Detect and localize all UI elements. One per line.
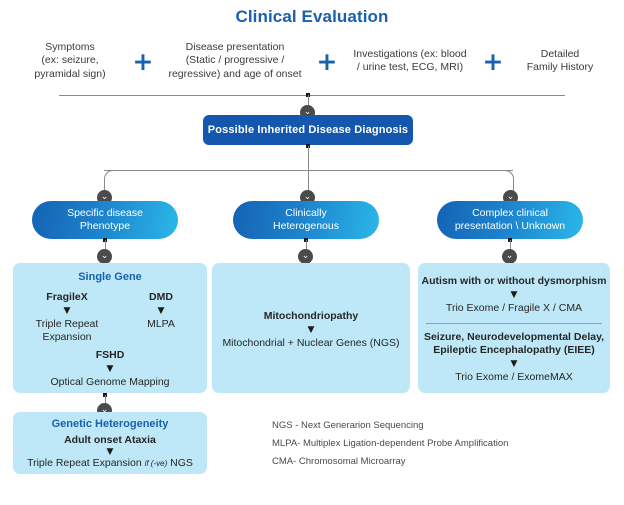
ataxia-method-italic: if (-ve) [144,459,168,468]
seizure-method: Trio Exome / ExomeMAX [455,371,573,383]
panel-complex-clinical: Autism with or without dysmorphism ▼ Tri… [418,263,610,393]
chevron-down-icon-panel-2: ⌄ [298,249,313,264]
single-gene-fragilex-method-line-1: Triple Repeat [35,318,99,330]
legend: NGS - Next Generarion Sequencing MLPA- M… [272,417,602,471]
seizure-label-line-1: Seizure, Neurodevelopmental Delay, [423,331,605,343]
seizure-label-line-2: Epileptic Encephalopathy (EIEE) [433,344,595,356]
arrow-down-icon-fshd: ▼ [106,364,114,374]
panel-single-gene-heading: Single Gene [78,271,142,283]
arrow-down-icon-ataxia: ▼ [106,447,114,457]
chevron-down-icon-panel-1: ⌄ [97,249,112,264]
single-gene-fshd-method: Optical Genome Mapping [50,376,170,388]
branch-elbow-left [104,170,115,197]
legend-line-cma: CMA- Chromosomal Microarray [272,456,406,467]
criterion-disease-presentation-line-3: regressive) and age of onset [168,67,302,80]
criterion-disease-presentation-line-1: Disease presentation [185,40,285,53]
connector-panel-a-to-panel-d [105,395,106,410]
connector-diagnosis-to-bus [308,146,309,171]
single-gene-fragilex-label: FragileX [46,291,88,303]
branch-node-1-line-2: Phenotype [79,220,131,232]
branch-node-1-line-1: Specific disease [67,207,143,219]
branch-node-2-line-2: Heterogenous [273,220,339,232]
arrow-down-icon-fragilex: ▼ [63,306,71,316]
branch-node-3-line-1: Complex clinical [472,207,548,219]
legend-line-ngs: NGS - Next Generarion Sequencing [272,420,424,431]
adult-onset-ataxia-method: Triple Repeat Expansion if (-ve) NGS [13,457,207,471]
single-gene-dmd-method: MLPA [147,318,175,330]
mitochondriopathy-label: Mitochondriopathy [263,310,359,322]
criterion-investigations: Investigations (ex: blood / urine test, … [342,48,478,75]
branch-elbow-right [503,170,514,197]
chevron-down-icon-panel-3: ⌄ [502,249,517,264]
arrow-down-icon-autism: ▼ [510,290,518,300]
criterion-family-history-line-2: Family History [526,61,594,73]
connector-top-to-diagnosis [308,95,309,112]
adult-onset-ataxia-label: Adult onset Ataxia [64,434,156,446]
connector-pill-3-to-panel [510,240,511,256]
autism-method: Trio Exome / Fragile X / CMA [445,302,583,314]
branch-node-3-line-2: presentation \ Unknown [454,220,566,232]
criterion-family-history-line-1: Detailed [540,47,580,60]
connector-pill-1-to-panel [105,240,106,256]
autism-label: Autism with or without dysmorphism [421,275,607,287]
branch-drop-middle [308,170,309,196]
ataxia-method-suffix: NGS [167,457,193,469]
page-title: Clinical Evaluation [235,7,389,26]
branch-node-specific-disease-phenotype: Specific disease Phenotype [32,201,178,239]
branch-node-2-line-1: Clinically [285,207,327,219]
panel-genetic-heterogeneity-heading: Genetic Heterogeneity [51,418,169,430]
criterion-investigations-line-1: Investigations (ex: blood [353,47,467,60]
criterion-disease-presentation: Disease presentation (Static / progressi… [158,41,312,82]
criteria-row: Symptoms (ex: seizure, pyramidal sign) +… [12,36,612,86]
branch-node-clinically-heterogenous: Clinically Heterogenous [233,201,379,239]
mitochondriopathy-method: Mitochondrial + Nuclear Genes (NGS) [222,337,400,349]
legend-line-mlpa: MLPA- Multiplex Ligation-dependent Probe… [272,438,509,449]
criterion-disease-presentation-line-2: (Static / progressive / [185,54,285,67]
criterion-family-history: Detailed Family History [508,48,612,75]
criteria-summary-line [59,95,565,96]
panel-genetic-heterogeneity: Genetic Heterogeneity Adult onset Ataxia… [13,412,207,474]
ataxia-method-prefix: Triple Repeat Expansion [27,457,145,469]
single-gene-dmd-label: DMD [149,291,173,303]
diagnosis-box: Possible Inherited Disease Diagnosis [203,115,413,145]
connector-pill-2-to-panel [306,240,307,256]
single-gene-fragilex-method-line-2: Expansion [42,331,92,343]
criterion-symptoms-line-2: (ex: seizure, [41,54,99,67]
panel-complex-divider [426,323,602,324]
panel-clinically-heterogenous: Mitochondriopathy ▼ Mitochondrial + Nucl… [212,263,410,393]
plus-icon-3: + [482,46,504,76]
criterion-symptoms-line-1: Symptoms [45,40,95,53]
criterion-investigations-line-2: / urine test, ECG, MRI) [356,61,464,73]
criterion-symptoms: Symptoms (ex: seizure, pyramidal sign) [12,41,128,82]
single-gene-fshd-label: FSHD [95,349,125,361]
branch-node-complex-clinical-presentation: Complex clinical presentation \ Unknown [437,201,583,239]
plus-icon-2: + [316,46,338,76]
arrow-down-icon-seizure: ▼ [510,359,518,369]
arrow-down-icon-dmd: ▼ [157,306,165,316]
plus-icon-1: + [132,46,154,76]
arrow-down-icon-mitochondriopathy: ▼ [307,325,315,335]
panel-single-gene: Single Gene FragileX ▼ Triple Repeat Exp… [13,263,207,393]
criterion-symptoms-line-3: pyramidal sign) [34,67,106,80]
